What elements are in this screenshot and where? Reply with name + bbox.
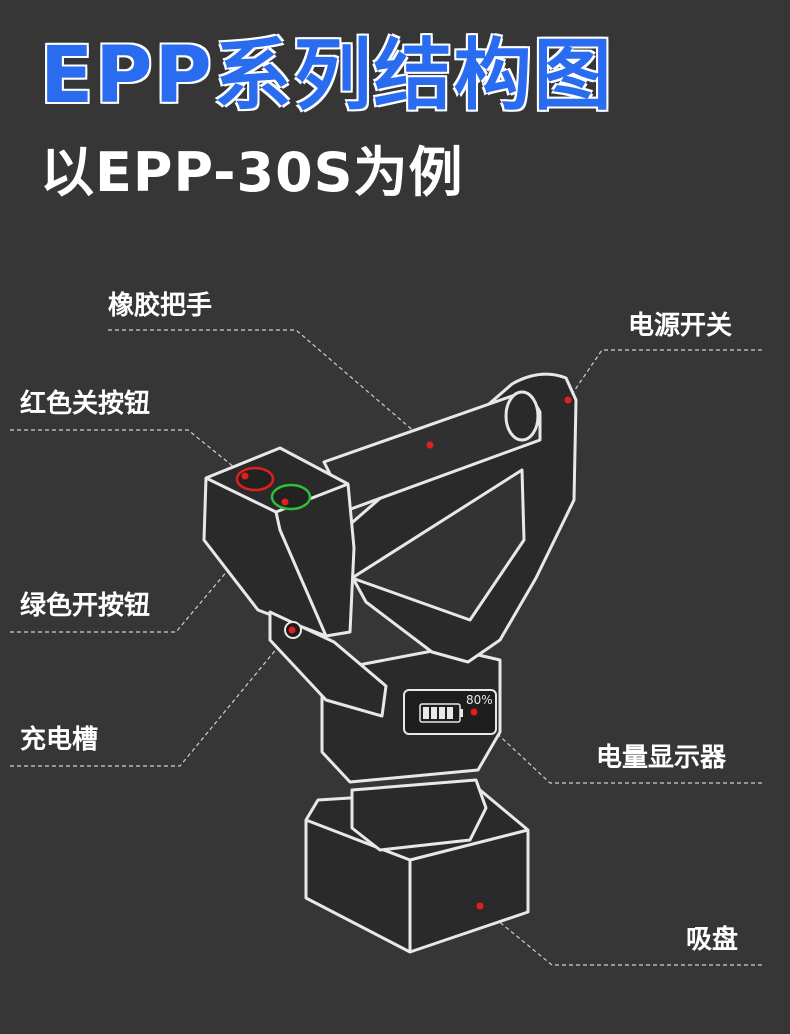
- leader-charging-port: [10, 629, 293, 767]
- device-body: [202, 372, 578, 954]
- label-suction-cup: 吸盘: [686, 925, 739, 955]
- leader-suction-cup: [479, 905, 762, 966]
- label-power-switch: 电源开关: [628, 311, 733, 341]
- leader-power-switch: [567, 349, 762, 401]
- label-green-on-button: 绿色开按钮: [20, 591, 151, 621]
- label-red-off-button: 红色关按钮: [20, 389, 151, 419]
- battery-icon: [419, 703, 463, 723]
- page-subtitle: 以EPP-30S为例: [40, 141, 464, 204]
- swivel-joint: [350, 778, 488, 852]
- port-housing: [268, 610, 388, 718]
- battery-level-text: 80%: [466, 693, 493, 707]
- markers: [241, 396, 572, 910]
- label-battery-display: 电量显示器: [596, 743, 727, 773]
- label-charging-port: 充电槽: [20, 725, 99, 755]
- page-title: EPP系列结构图: [40, 31, 614, 121]
- leader-red-button: [10, 429, 246, 477]
- green-on-button: [270, 483, 312, 511]
- label-rubber-handle: 橡胶把手: [108, 291, 213, 321]
- button-head: [202, 446, 356, 638]
- leader-rubber-handle: [108, 329, 431, 446]
- red-off-button: [235, 466, 275, 492]
